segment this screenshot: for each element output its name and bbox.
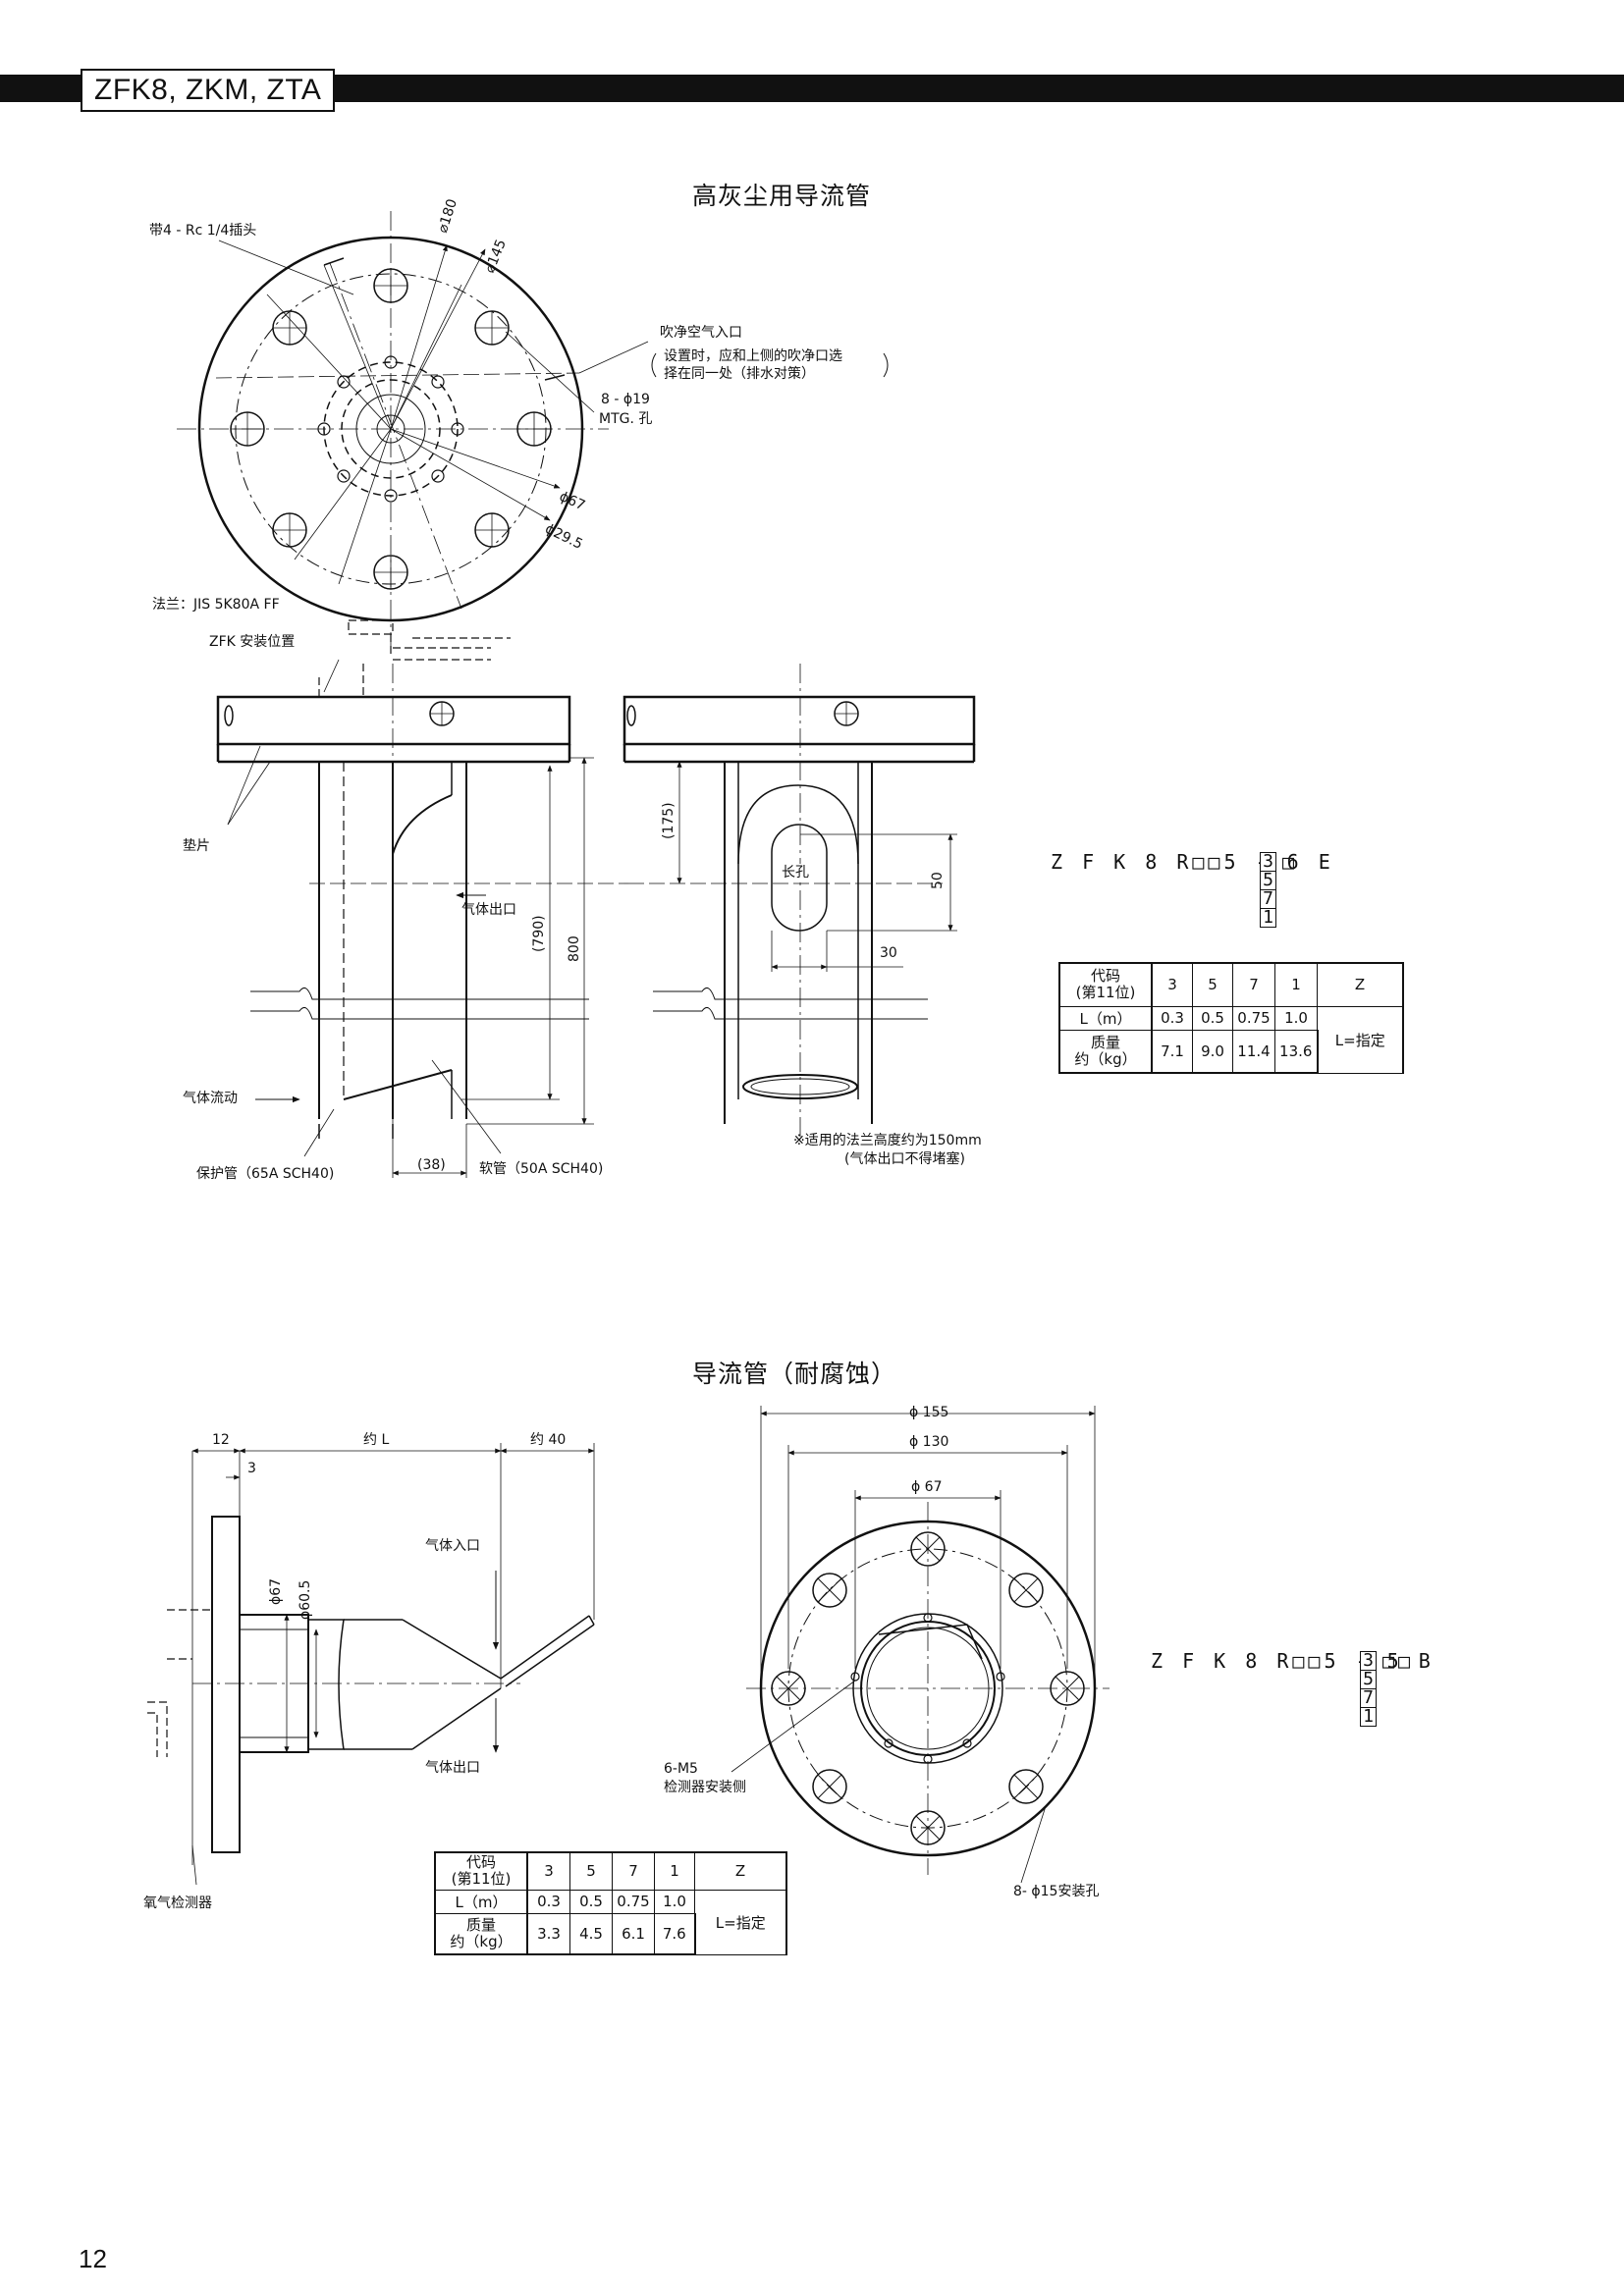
table1-mass-7: 11.4 [1232,1029,1275,1074]
code-option-1-d: 1 [1260,908,1276,928]
label-dim175: (175) [661,802,677,839]
label2-holes: 8- ϕ15安装孔 [1013,1884,1100,1899]
table1-mass-5: 9.0 [1192,1029,1233,1074]
code-option-2-d: 1 [1360,1707,1377,1727]
label2-approx-40: 约 40 [530,1432,567,1448]
model-code-1-trail: □ [1282,850,1299,874]
code-option-1-c: 7 [1260,889,1276,909]
table2-length-label: L（m） [434,1889,528,1914]
table2-header-7: 7 [612,1851,655,1891]
table1-mass-1: 13.6 [1274,1029,1319,1074]
table1-z-value: L=指定 [1317,1005,1404,1074]
model-code-2-trail: □□ [1382,1649,1415,1673]
code-option-1-a: 3 [1260,852,1276,872]
label-flange: 法兰：JIS 5K80A FF [152,597,280,613]
corrosion-side-view [147,1443,595,1886]
table2-header-5: 5 [569,1851,613,1891]
table1-length-label: L（m） [1058,1005,1153,1031]
side-view-b [623,664,976,1139]
label-gas-flow: 气体流动 [183,1091,238,1106]
table1-mass-3: 7.1 [1151,1029,1193,1074]
table1-length-7: 0.75 [1232,1005,1275,1031]
model-code-2: Z F K 8 R□□5 - 5 B [1151,1649,1435,1673]
page-number: 12 [79,2244,107,2273]
label-dim790: (790) [531,915,547,952]
table1-length-3: 0.3 [1151,1005,1193,1031]
label-dim800: 800 [567,935,582,962]
table2-z-value: L=指定 [694,1889,787,1955]
label-purge-note1: 设置时，应和上侧的吹净口选 [664,348,842,364]
table1-header-code: 代码 (第11位) [1058,962,1153,1007]
label-dim50: 50 [930,872,946,889]
code-option-2-b: 5 [1360,1670,1377,1689]
label-mtg: MTG. 孔 [599,411,653,427]
label-slot: 长孔 [782,864,809,881]
label2-dim12: 12 [212,1432,230,1448]
label-purge-note2: 择在同一处（排水对策） [664,366,815,382]
label2-dim3: 3 [247,1461,256,1476]
label-holes: 8 - ϕ19 [601,392,650,407]
model-code-1: Z F K 8 R□□5 - 6 E [1051,850,1334,874]
table2-header-code: 代码 (第11位) [434,1851,528,1891]
table1-header-z: Z [1317,962,1404,1007]
label-dim38: (38) [417,1157,446,1173]
table1-length-1: 1.0 [1274,1005,1318,1031]
label-plug: 带4 - Rc 1/4插头 [149,223,257,239]
spec-table-2: 代码 (第11位) 3 5 7 1 Z L（m） 0.3 0.5 0.75 1.… [434,1851,787,1955]
label-note1: ※适用的法兰高度约为150mm [793,1133,982,1148]
label2-d67b: ϕ 67 [911,1479,943,1495]
flange-top-view [177,211,889,661]
model-title: ZFK8, ZKM, ZTA [81,69,336,112]
label-note2: (气体出口不得堵塞) [844,1151,965,1167]
section2-title: 导流管（耐腐蚀） [692,1360,897,1388]
table1-length-5: 0.5 [1192,1005,1233,1031]
code-option-2-c: 7 [1360,1688,1377,1708]
code-option-1-b: 5 [1260,871,1276,890]
side-view-a [216,659,628,1178]
label-gas-outlet: 气体出口 [461,902,516,918]
table2-header-1: 1 [654,1851,695,1891]
label-soft-pipe: 软管（50A SCH40) [479,1161,604,1177]
table1-header-7: 7 [1232,962,1275,1007]
section1-title: 高灰尘用导流管 [692,182,872,210]
table2-length-1: 1.0 [654,1889,695,1914]
table2-mass-label: 质量 约（kg） [434,1912,528,1955]
label-dim30: 30 [880,945,897,961]
table1-header-3: 3 [1151,962,1193,1007]
label2-gas-inlet: 气体入口 [425,1538,480,1554]
code-option-2-a: 3 [1360,1651,1377,1671]
label-purge-inlet: 吹净空气入口 [660,325,742,341]
corrosion-flange-view [731,1406,1110,1884]
table1-header-1: 1 [1274,962,1318,1007]
label2-m5-note: 检测器安装侧 [664,1780,746,1795]
label-gasket: 垫片 [183,838,210,854]
label2-gas-outlet: 气体出口 [425,1760,480,1776]
table2-length-5: 0.5 [569,1889,613,1914]
table2-header-3: 3 [526,1851,570,1891]
label2-d130: ϕ 130 [909,1434,949,1450]
label2-m5: 6-M5 [664,1761,698,1777]
table1-header-5: 5 [1192,962,1233,1007]
table2-header-z: Z [694,1851,787,1891]
table2-length-3: 0.3 [526,1889,570,1914]
label-protect-pipe: 保护管（65A SCH40) [196,1166,335,1182]
label2-d67: ϕ67 [268,1577,284,1605]
label2-d155: ϕ 155 [909,1405,949,1420]
label2-oxygen-detector: 氧气检测器 [143,1896,212,1911]
table2-mass-1: 7.6 [654,1912,696,1955]
label-zfk-position: ZFK 安装位置 [209,634,296,650]
label2-approx-l: 约 L [363,1432,390,1448]
label2-d60: ϕ60.5 [298,1579,313,1620]
table2-mass-3: 3.3 [526,1912,570,1955]
spec-table-1: 代码 (第11位) 3 5 7 1 Z L（m） 0.3 0.5 0.75 1.… [1058,962,1404,1074]
table2-mass-7: 6.1 [612,1912,655,1955]
table2-length-7: 0.75 [612,1889,655,1914]
table2-mass-5: 4.5 [569,1912,613,1955]
table1-mass-label: 质量 约（kg） [1058,1029,1153,1074]
